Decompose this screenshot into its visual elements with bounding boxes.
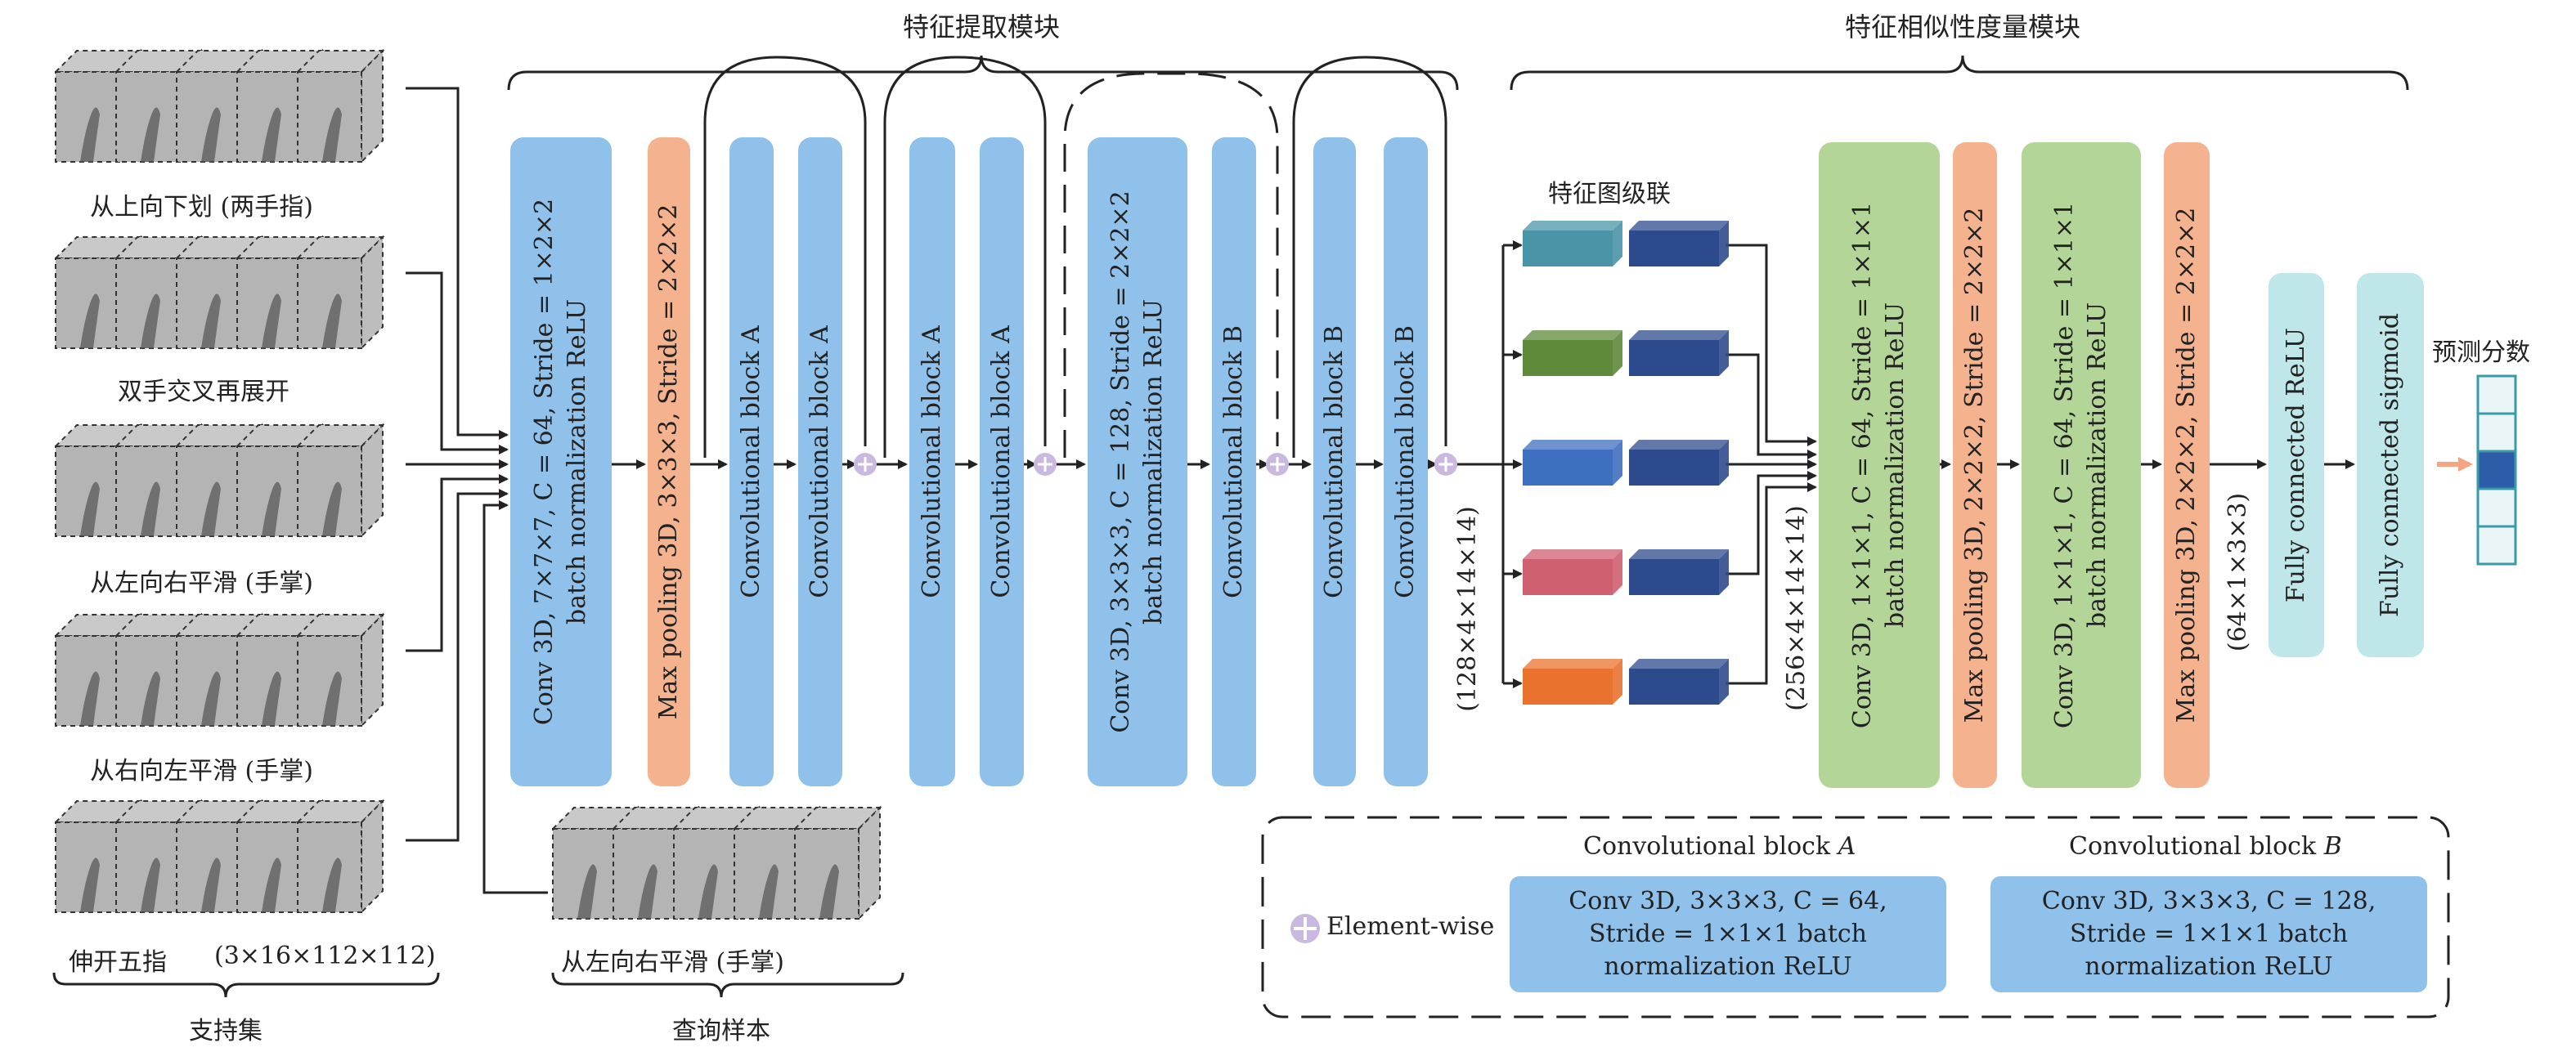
feature-cube-support	[1523, 330, 1622, 376]
brace-similarity	[1510, 55, 2409, 91]
block-text: Convolutional block B	[1391, 325, 1420, 598]
elementwise-plus-icon	[1434, 453, 1457, 476]
skip-connections	[703, 56, 1447, 458]
conv3d-1x1x1-block-2: Conv 3D, 1×1×1, C = 64, Stride = 1×1×1 b…	[2022, 142, 2141, 788]
elementwise-plus-icon	[1266, 453, 1289, 476]
query-sample-label: 从左向右平滑 (手掌)	[561, 948, 784, 977]
elementwise-plus-icon	[1290, 914, 1320, 943]
block-text: Fully connected sigmoid	[2376, 313, 2404, 617]
elementwise-plus-icon	[1034, 453, 1057, 476]
maxpool-3x3x3-block: Max pooling 3D, 3×3×3, Stride = 2×2×2	[648, 137, 690, 786]
block-text: Fully connected ReLU	[2282, 327, 2310, 603]
score-cell	[2476, 412, 2517, 453]
block-text: Convolutional block A	[806, 325, 834, 598]
legend-frame	[1261, 816, 2450, 1018]
similarity-title: 特征相似性度量模块	[1844, 11, 2081, 43]
support-frame-stack	[53, 48, 385, 164]
support-dims: (3×16×112×112)	[214, 942, 436, 970]
block-a-title: Convolutional block A	[1583, 832, 1856, 861]
block-text: Max pooling 3D, 2×2×2, Stride = 2×2×2	[1960, 207, 1989, 723]
score-cell	[2476, 525, 2517, 566]
block-text: Convolutional block B	[1320, 325, 1349, 598]
score-cell	[2476, 374, 2517, 415]
support-frame-stack	[53, 612, 385, 728]
support-sample-label: 从上向下划 (两手指)	[90, 193, 313, 222]
support-set-label: 支持集	[189, 1017, 263, 1045]
block-b-title: Convolutional block B	[2069, 832, 2342, 861]
fc-sigmoid-block: Fully connected sigmoid	[2357, 273, 2424, 657]
elementwise-label: Element-wise	[1326, 912, 1495, 941]
support-sample-label: 双手交叉再展开	[118, 378, 289, 406]
feature-dims: (128×4×14×14)	[1453, 506, 1482, 712]
feature-cube-support	[1523, 659, 1622, 705]
block-b-definition: Conv 3D, 3×3×3, C = 128, Stride = 1×1×1 …	[1990, 876, 2427, 992]
conv-block-b-2: Convolutional block B	[1313, 137, 1356, 786]
conv-block-a-4: Convolutional block A	[980, 137, 1024, 786]
feature-cube-support	[1523, 221, 1622, 266]
support-frame-stack	[53, 235, 385, 351]
block-a-definition: Conv 3D, 3×3×3, C = 64, Stride = 1×1×1 b…	[1510, 876, 1946, 992]
block-text: Conv 3D, 3×3×3, C = 128, Stride = 2×2×2 …	[1106, 190, 1168, 733]
feature-cube-support	[1523, 440, 1622, 486]
conv-block-a-2: Convolutional block A	[798, 137, 842, 786]
conv-block-b-1: Convolutional block B	[1212, 137, 1256, 786]
feature-cube-query	[1629, 330, 1729, 376]
feature-cube-query	[1629, 549, 1729, 595]
feature-extraction-title: 特征提取模块	[902, 11, 1061, 43]
block-text: Convolutional block B	[1219, 325, 1248, 598]
block-text: Convolutional block A	[987, 325, 1016, 598]
support-sample-label: 伸开五指	[69, 948, 167, 977]
block-text: Conv 3D, 1×1×1, C = 64, Stride = 1×1×1 b…	[1848, 201, 1910, 729]
support-sample-label: 从右向左平滑 (手掌)	[90, 757, 313, 786]
query-label: 查询样本	[672, 1017, 770, 1045]
concat-dims-wrap: (256×4×14×14)	[1782, 505, 1811, 711]
block-b-title-text: Convolutional block	[2069, 832, 2317, 861]
block-text: Conv 3D, 1×1×1, C = 64, Stride = 1×1×1 b…	[2050, 201, 2112, 729]
concat-title: 特征图级联	[1548, 180, 1671, 208]
support-sample-label: 从左向右平滑 (手掌)	[90, 569, 313, 598]
pool-dims-wrap: (64×1×3×3)	[2224, 490, 2252, 654]
query-frame-stack	[550, 805, 882, 921]
feature-cube-query	[1629, 659, 1729, 705]
block-text: Conv 3D, 7×7×7, C = 64, Stride = 1×2×2 b…	[530, 198, 591, 726]
block-a-letter: A	[1838, 832, 1856, 861]
conv-block-b-3: Convolutional block B	[1384, 137, 1428, 786]
elementwise-plus-icon	[854, 453, 877, 476]
brace-feature-extraction	[507, 55, 1459, 91]
score-cell	[2476, 450, 2517, 490]
conv-block-a-3: Convolutional block A	[909, 137, 955, 786]
score-cell	[2476, 487, 2517, 528]
conv3d-1x1x1-block-1: Conv 3D, 1×1×1, C = 64, Stride = 1×1×1 b…	[1819, 142, 1940, 788]
feature-cube-query	[1629, 440, 1729, 486]
conv3d-7x7x7-block: Conv 3D, 7×7×7, C = 64, Stride = 1×2×2 b…	[510, 137, 612, 786]
block-text: Max pooling 3D, 2×2×2, Stride = 2×2×2	[2172, 207, 2201, 723]
feature-cube-support	[1523, 549, 1622, 595]
pool-dims: (64×1×3×3)	[2224, 492, 2252, 652]
block-text: Convolutional block A	[918, 325, 946, 598]
conv3d-3x3x3-stride2-block: Conv 3D, 3×3×3, C = 128, Stride = 2×2×2 …	[1088, 137, 1187, 786]
block-a-title-text: Convolutional block	[1583, 832, 1831, 861]
maxpool-2x2x2-block-1: Max pooling 3D, 2×2×2, Stride = 2×2×2	[1953, 142, 1997, 788]
feature-cube-query	[1629, 221, 1729, 266]
fc-relu-block: Fully connected ReLU	[2269, 273, 2324, 657]
conv-block-a-1: Convolutional block A	[729, 137, 774, 786]
concat-dims: (256×4×14×14)	[1782, 505, 1811, 711]
block-b-letter: B	[2323, 832, 2342, 861]
block-text: Max pooling 3D, 3×3×3, Stride = 2×2×2	[654, 204, 683, 720]
feature-dims-wrap: (128×4×14×14)	[1453, 506, 1482, 712]
prediction-title: 预测分数	[2432, 338, 2530, 367]
support-frame-stack	[53, 799, 385, 915]
maxpool-2x2x2-block-2: Max pooling 3D, 2×2×2, Stride = 2×2×2	[2164, 142, 2210, 788]
support-frame-stack	[53, 423, 385, 539]
block-text: Convolutional block A	[737, 325, 765, 598]
